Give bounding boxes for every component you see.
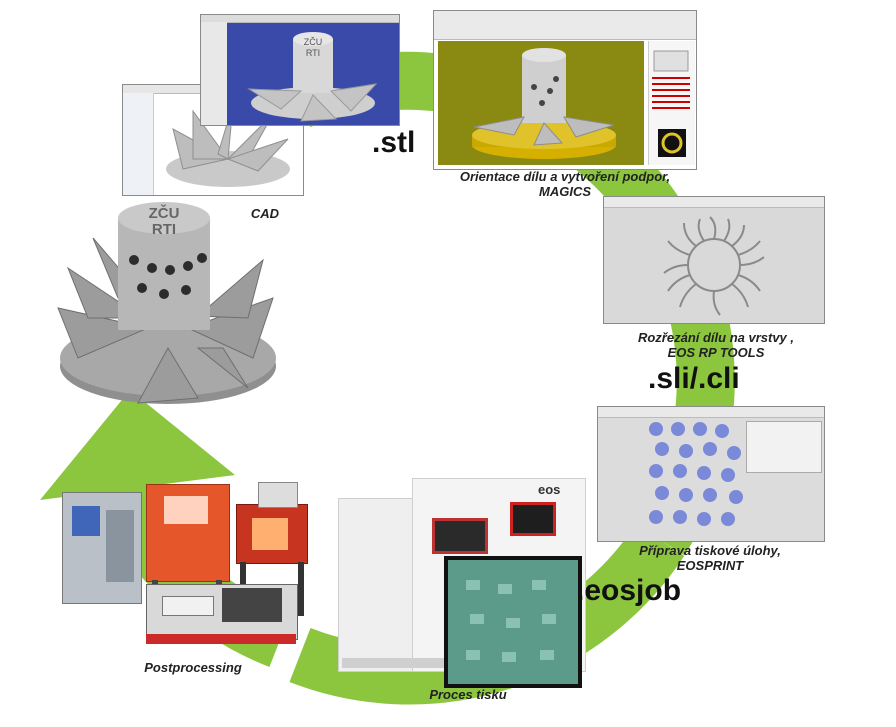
format-eosjob: .eosjob: [576, 574, 682, 607]
eosprint-window: [597, 406, 825, 542]
printed-parts-icon: [466, 580, 556, 662]
ring-preview-icon: [658, 129, 686, 157]
build-plate-layout-icon: [649, 422, 743, 526]
postprocessing-equipment: [62, 476, 324, 660]
engraving-line1: ZČU: [149, 204, 180, 222]
format-sli-cli: .sli/.cli: [648, 362, 740, 395]
build-plate-photo: [444, 556, 582, 688]
impeller-render-icon: [166, 103, 290, 187]
eos-brand-label: eos: [538, 482, 561, 497]
cad-window-front: ZČU RTI: [200, 14, 400, 126]
caption-slicing-line1: Rozřezání dílu na vrstvy ,: [637, 330, 795, 345]
caption-print: Proces tisku: [429, 687, 507, 702]
printed-impeller: ZČU RTI: [57, 202, 276, 404]
slicing-window: [603, 196, 825, 324]
caption-eosprint: Příprava tiskové úlohy, EOSPRINT: [605, 543, 815, 573]
sun-slice-icon: [663, 216, 765, 316]
caption-postprocessing: Postprocessing: [144, 660, 242, 675]
magics-table-icon: [652, 50, 690, 109]
engraving-line2: RTI: [152, 221, 176, 238]
caption-slicing-line2: EOS RP TOOLS: [667, 345, 765, 360]
caption-magics-line2: MAGICS: [539, 184, 591, 199]
magics-window: [433, 10, 697, 170]
caption-magics-line1: Orientace dílu a vytvoření podpor,: [459, 169, 671, 184]
part-text-line2: RTI: [306, 48, 320, 58]
format-stl: .stl: [372, 126, 416, 159]
impeller-model-icon: ZČU RTI: [247, 32, 378, 122]
caption-eosprint-line1: Příprava tiskové úlohy,: [639, 543, 781, 558]
magics-part-icon: [472, 48, 616, 159]
caption-cad: CAD: [250, 206, 280, 221]
caption-slicing: Rozřezání dílu na vrstvy , EOS RP TOOLS: [610, 330, 822, 360]
part-text-line1: ZČU: [304, 37, 323, 47]
caption-eosprint-line2: EOSPRINT: [676, 558, 744, 573]
caption-magics: Orientace dílu a vytvoření podpor, MAGIC…: [440, 169, 690, 199]
